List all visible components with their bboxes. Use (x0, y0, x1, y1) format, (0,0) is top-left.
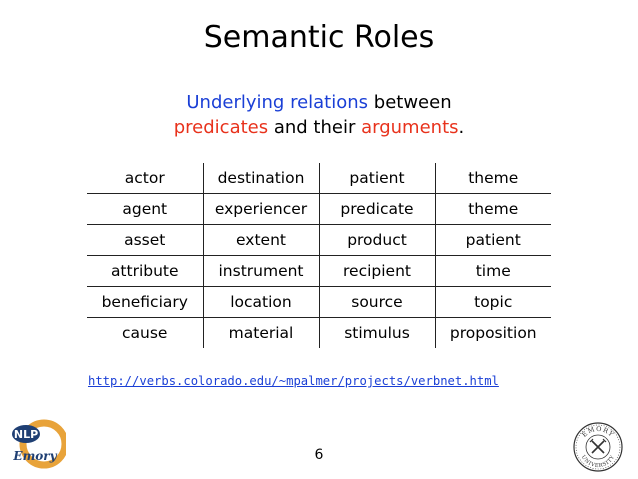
logo-emory-text: Emory (12, 449, 57, 463)
nlp-emory-logo-icon: NLP Emory (12, 419, 66, 469)
seal-flames-icon (589, 438, 607, 443)
table-cell: theme (434, 193, 551, 225)
table-cell: location (202, 286, 319, 318)
table-cell: experiencer (202, 193, 319, 225)
table-cell: beneficiary (87, 286, 203, 318)
subtitle-line-1: Underlying relations between (0, 90, 638, 115)
table-cell: patient (434, 224, 551, 256)
table-cell: recipient (318, 255, 435, 287)
page-number: 6 (314, 447, 324, 463)
subtitle-line-2: predicates and their arguments. (0, 115, 638, 140)
subtitle-arguments: arguments (361, 117, 459, 138)
logo-orange-ring (19, 419, 66, 469)
logo-navy-badge (12, 425, 40, 443)
table-cell: product (318, 224, 435, 256)
semantic-roles-table: actor destination patient theme agent ex… (87, 163, 551, 348)
table-cell: source (318, 286, 435, 318)
table-cell: destination (202, 163, 319, 194)
logo-nlp-text: NLP (14, 428, 38, 441)
seal-outer-ring (573, 422, 623, 472)
table-row: attribute instrument recipient time (87, 255, 551, 287)
table-cell: asset (87, 224, 203, 256)
table-cell: topic (434, 286, 551, 318)
subtitle-period: . (458, 117, 465, 138)
table-row: actor destination patient theme (87, 163, 551, 194)
table-row: asset extent product patient (87, 224, 551, 256)
table-cell: proposition (434, 317, 551, 348)
slide-title: Semantic Roles (203, 20, 435, 55)
seal-dotted-ring (575, 424, 621, 470)
table-cell: stimulus (318, 317, 435, 348)
table-cell: agent (87, 193, 203, 225)
table-cell: extent (202, 224, 319, 256)
subtitle-predicates: predicates (173, 117, 269, 138)
table-cell: predicate (318, 193, 435, 225)
table-cell: attribute (87, 255, 203, 287)
subtitle-and-their: and their (268, 117, 362, 138)
seal-inner-ring (585, 434, 611, 460)
table-cell: theme (434, 163, 551, 194)
table-cell: patient (318, 163, 435, 194)
table-row: beneficiary location source topic (87, 286, 551, 318)
table-cell: cause (87, 317, 203, 348)
table-cell: instrument (202, 255, 319, 287)
emory-university-seal-icon: EMORY UNIVERSITY (573, 422, 623, 472)
table-cell: material (202, 317, 319, 348)
table-row: agent experiencer predicate theme (87, 193, 551, 225)
table-cell: time (434, 255, 551, 287)
subtitle-underlying-relations: Underlying relations (186, 92, 369, 113)
subtitle-between: between (368, 92, 452, 113)
table-row: cause material stimulus proposition (87, 317, 551, 348)
table-cell: actor (124, 169, 165, 187)
verbnet-link[interactable]: http://verbs.colorado.edu/~mpalmer/proje… (88, 374, 499, 388)
seal-crossed-torches-icon (591, 440, 605, 454)
slide-subtitle: Underlying relations between predicates … (0, 90, 638, 140)
